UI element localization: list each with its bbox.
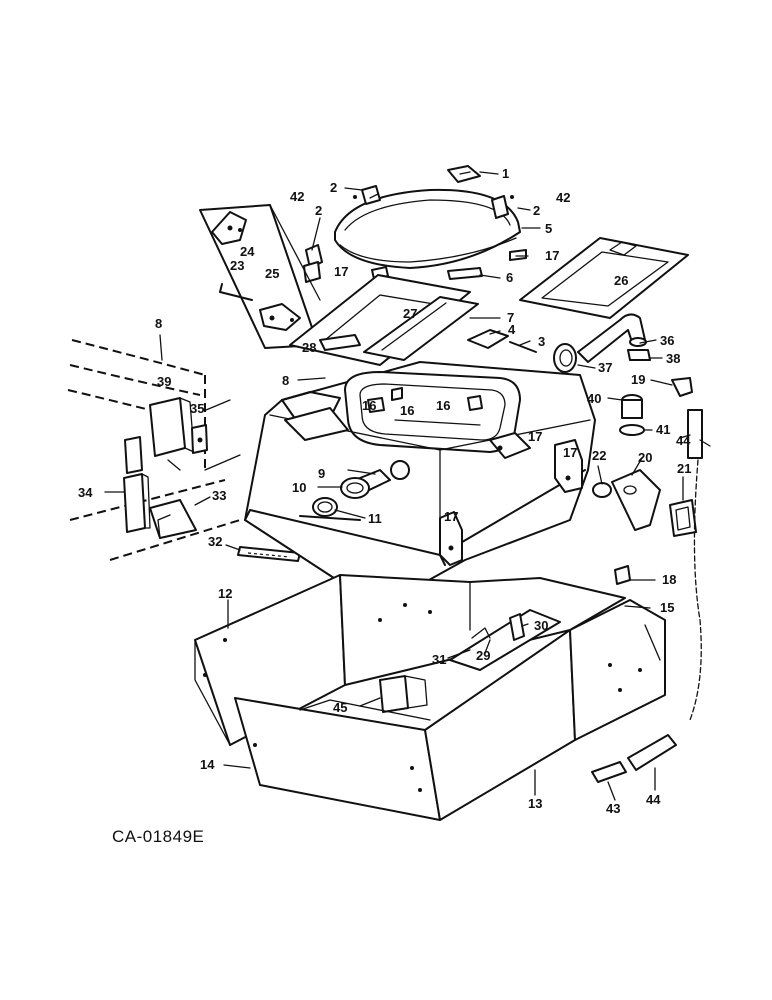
callout-16: 16 bbox=[436, 398, 450, 413]
callout-34: 34 bbox=[78, 485, 93, 500]
tank-support-frame bbox=[194, 574, 666, 821]
part-1-handle bbox=[447, 165, 481, 183]
part-6-gasket bbox=[447, 267, 483, 280]
callout-9: 9 bbox=[318, 466, 325, 481]
callout-26: 26 bbox=[614, 273, 628, 288]
callout-44: 44 bbox=[676, 433, 691, 448]
callout-13: 13 bbox=[528, 796, 542, 811]
callout-2: 2 bbox=[533, 203, 540, 218]
callout-12: 12 bbox=[218, 586, 232, 601]
part-39-bracket bbox=[149, 397, 195, 457]
callout-32: 32 bbox=[208, 534, 222, 549]
callout-18: 18 bbox=[662, 572, 676, 587]
part-32-strip bbox=[237, 546, 301, 562]
callout-30: 30 bbox=[534, 618, 548, 633]
callout-6: 6 bbox=[506, 270, 513, 285]
part-41-gasket bbox=[619, 424, 645, 436]
callout-41: 41 bbox=[656, 422, 670, 437]
part-22-seal bbox=[592, 482, 612, 498]
callout-38: 38 bbox=[666, 351, 680, 366]
part-37-ring bbox=[553, 343, 577, 373]
callout-19: 19 bbox=[631, 372, 645, 387]
callout-29: 29 bbox=[476, 648, 490, 663]
part-27-28-plate bbox=[289, 274, 471, 366]
drawing-code: CA-01849E bbox=[112, 827, 204, 846]
callout-8: 8 bbox=[282, 373, 289, 388]
callout-40: 40 bbox=[587, 391, 601, 406]
callout-10: 10 bbox=[292, 480, 306, 495]
part-44-tube-lower bbox=[627, 734, 677, 771]
callout-35: 35 bbox=[190, 401, 204, 416]
callout-2: 2 bbox=[315, 203, 322, 218]
callout-45: 45 bbox=[333, 700, 347, 715]
callout-31: 31 bbox=[432, 652, 446, 667]
callout-28: 28 bbox=[302, 340, 316, 355]
part-2-latch bbox=[303, 185, 509, 283]
callout-17: 17 bbox=[528, 429, 542, 444]
part-34-block bbox=[123, 436, 151, 533]
callout-3: 3 bbox=[538, 334, 545, 349]
part-23-pin bbox=[219, 283, 253, 301]
part-19-elbow bbox=[671, 377, 693, 397]
part-24-hinge bbox=[211, 211, 247, 245]
fuel-line bbox=[689, 459, 702, 721]
callout-5: 5 bbox=[545, 221, 552, 236]
part-20-outlet bbox=[611, 469, 661, 531]
callout-33: 33 bbox=[212, 488, 226, 503]
callout-11: 11 bbox=[368, 511, 382, 526]
part-40-fitting bbox=[621, 394, 643, 419]
callout-21: 21 bbox=[677, 461, 691, 476]
leader-lines bbox=[104, 171, 711, 801]
callout-4: 4 bbox=[508, 322, 516, 337]
part-17-clip bbox=[509, 249, 527, 261]
part-25-latch bbox=[259, 303, 301, 331]
callout-44: 44 bbox=[646, 792, 661, 807]
callout-17: 17 bbox=[444, 509, 458, 524]
callout-17: 17 bbox=[334, 264, 348, 279]
part-5-hatch-cover bbox=[334, 188, 521, 269]
callout-39: 39 bbox=[157, 374, 171, 389]
part-26-plate bbox=[519, 237, 689, 319]
callout-17: 17 bbox=[545, 248, 559, 263]
callout-2: 2 bbox=[330, 180, 337, 195]
callout-37: 37 bbox=[598, 360, 612, 375]
callout-42: 42 bbox=[290, 189, 304, 204]
callout-16: 16 bbox=[400, 403, 414, 418]
callout-36: 36 bbox=[660, 333, 674, 348]
callout-43: 43 bbox=[606, 801, 620, 816]
part-43-connector bbox=[591, 761, 627, 783]
callout-27: 27 bbox=[403, 306, 417, 321]
part-21-gasket bbox=[669, 499, 697, 537]
callout-17: 17 bbox=[563, 445, 577, 460]
left-fender-panel bbox=[67, 339, 241, 561]
part-38-clamp bbox=[627, 349, 651, 361]
callout-labels: 1 2 2 2 3 4 5 6 7 8 8 9 10 11 12 13 14 1… bbox=[78, 166, 691, 816]
part-4-bracket bbox=[467, 329, 509, 349]
callout-1: 1 bbox=[502, 166, 509, 181]
callout-24: 24 bbox=[240, 244, 255, 259]
callout-15: 15 bbox=[660, 600, 674, 615]
callout-8: 8 bbox=[155, 316, 162, 331]
callout-42: 42 bbox=[556, 190, 570, 205]
callout-23: 23 bbox=[230, 258, 244, 273]
callout-14: 14 bbox=[200, 757, 215, 772]
callout-22: 22 bbox=[592, 448, 606, 463]
callout-25: 25 bbox=[265, 266, 279, 281]
part-8-fuel-tank bbox=[244, 361, 596, 596]
callout-20: 20 bbox=[638, 450, 652, 465]
part-35-plate bbox=[191, 424, 208, 454]
part-33-bracket bbox=[149, 499, 197, 539]
part-3-bolt bbox=[509, 341, 537, 353]
callout-7: 7 bbox=[507, 310, 514, 325]
part-18-clip bbox=[614, 565, 631, 585]
callout-16: 16 bbox=[362, 398, 376, 413]
part-44-tube-upper bbox=[687, 409, 703, 459]
part-7-seal bbox=[363, 296, 479, 361]
